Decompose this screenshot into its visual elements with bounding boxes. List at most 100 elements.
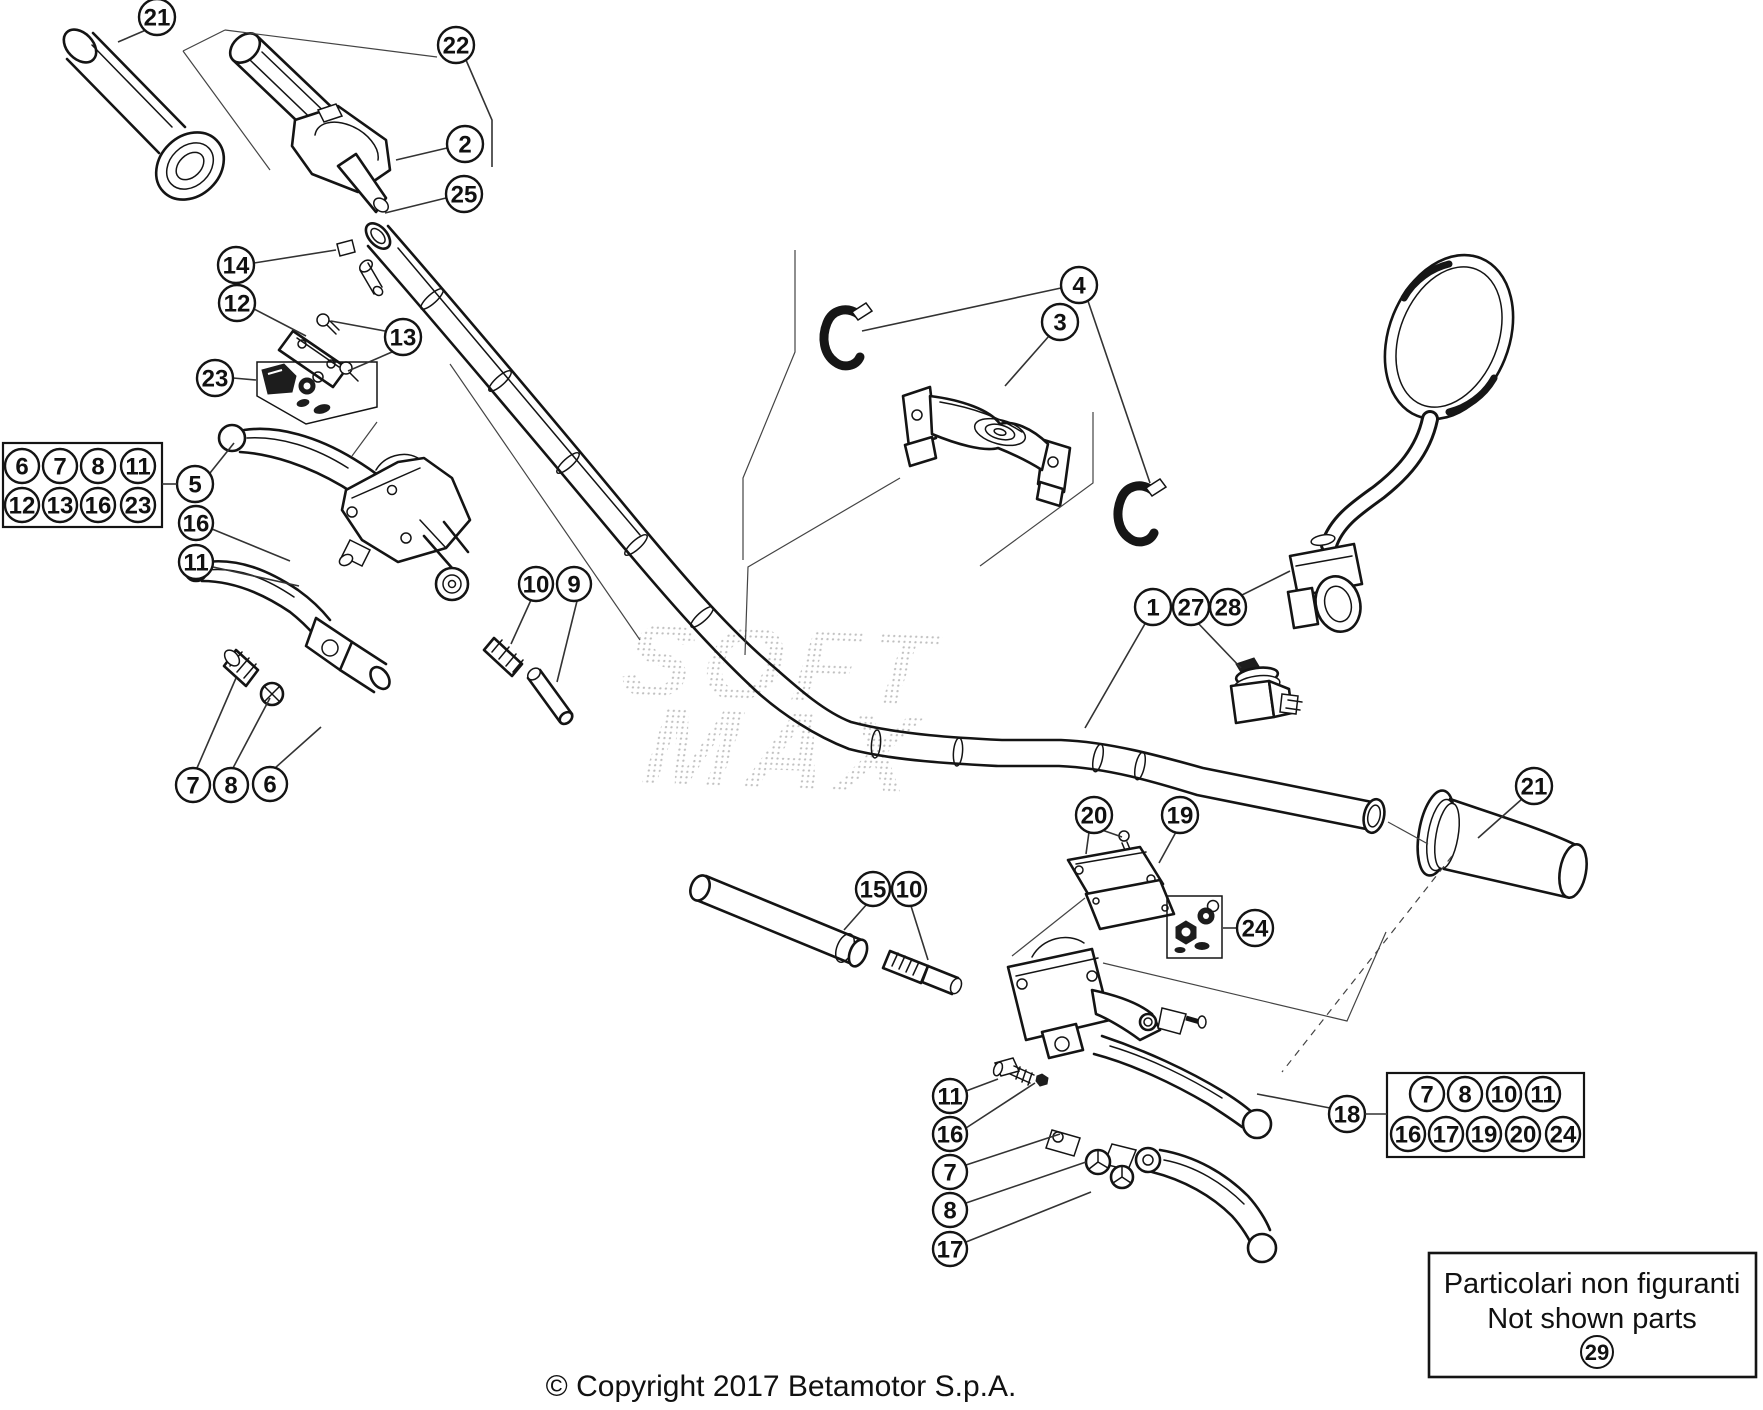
ref-circle-17 [1427,1115,1465,1153]
callout-6: 6 [251,765,289,803]
leader-line-11 [965,1078,999,1092]
handlebar [364,222,1386,835]
not-shown-parts-box: Particolari non figuranti Not shown part… [1427,1251,1758,1379]
callout-25: 25 [444,174,484,214]
svg-text:16: 16 [937,1122,964,1149]
clevis [1045,1129,1081,1157]
leader-line-19 [1158,831,1177,864]
svg-text:11: 11 [183,550,208,577]
ref-circle-7 [41,447,79,485]
svg-text:9: 9 [567,572,580,599]
leader-line-1 [1084,621,1147,729]
right-grip [1416,789,1588,899]
not-shown-text-english: Not shown parts [1487,1303,1697,1335]
svg-text:8: 8 [1458,1082,1471,1109]
leader-line-4 [861,287,1062,332]
throttle-housing [290,103,392,214]
handlebar-bands [420,287,1147,781]
zone-line [449,363,641,641]
svg-text:20: 20 [1081,803,1108,830]
svg-text:16: 16 [183,511,210,538]
leader-line-20 [1101,829,1123,838]
svg-text:8: 8 [943,1198,956,1225]
callout-21: 21 [1514,766,1554,806]
throttle-cone [336,152,388,214]
leader-line-20 [1085,831,1090,855]
svg-text:21: 21 [144,5,171,32]
svg-text:24: 24 [1550,1122,1577,1149]
ref-circle-8 [1446,1075,1484,1113]
svg-text:2: 2 [458,132,471,159]
svg-text:7: 7 [943,1160,956,1187]
svg-text:16: 16 [1395,1122,1422,1149]
zone-line [1387,821,1429,845]
watermark-line-1: SOFT [616,603,949,729]
leader-line-3 [1004,335,1050,387]
brake-lever-lower-pivot [1134,1146,1162,1174]
leader-line-10 [510,599,532,645]
ref-circle-8 [79,447,117,485]
leader-line-25 [384,197,447,214]
svg-text:8: 8 [91,454,104,481]
tube-and-adjuster [689,874,963,996]
svg-text:25: 25 [451,182,478,209]
screw-13a [316,313,330,327]
clutch-lever-assembly [217,423,472,602]
ref-circle-11 [119,447,157,485]
zone-line [351,421,378,457]
zone-line [1102,931,1387,1022]
zone-line [979,412,1094,567]
leader-line-5 [209,442,235,474]
leader-line-13 [347,351,393,372]
kill-switch [1229,657,1303,725]
ref-circle-23 [119,486,157,524]
svg-text:23: 23 [125,493,152,520]
callout-16: 16 [177,504,215,542]
leader-line-28 [1237,570,1291,598]
svg-text:10: 10 [1491,1082,1518,1109]
svg-text:8: 8 [224,773,237,800]
not-shown-part-number: 29 [1585,1340,1609,1365]
svg-text:14: 14 [223,253,250,280]
svg-text:17: 17 [1433,1122,1460,1149]
leader-line-7 [965,1133,1061,1166]
svg-text:22: 22 [443,33,470,60]
bar-clamp [901,385,1072,508]
zone-line [1281,855,1453,1073]
svg-text:13: 13 [47,493,74,520]
ref-circle-10 [1485,1075,1523,1113]
svg-text:21: 21 [1521,774,1548,801]
nut-16 [1035,1073,1049,1087]
leader-line-12 [253,308,307,337]
svg-text:7: 7 [186,773,199,800]
callout-13: 13 [383,317,423,357]
leader-line-10 [910,905,929,961]
leader-line-8 [965,1161,1087,1204]
svg-text:7: 7 [53,454,66,481]
svg-text:16: 16 [85,493,112,520]
copyright-text: © Copyright 2017 Betamotor S.p.A. [546,1370,1017,1403]
leader-line-9 [556,600,578,683]
svg-text:6: 6 [263,772,276,799]
ref-circle-11 [1524,1075,1562,1113]
leader-line-27 [1196,621,1242,669]
callout-8: 8 [931,1191,969,1229]
callout-21: 21 [137,0,177,37]
callout-10: 10 [890,870,928,908]
svg-text:27: 27 [1178,595,1205,622]
reservoir-covers [1066,830,1176,931]
svg-text:3: 3 [1053,310,1066,337]
leader-line-16 [965,1082,1036,1129]
callout-14: 14 [216,245,256,285]
svg-text:10: 10 [896,877,923,904]
zone-lines [182,29,1453,1073]
leader-line-7 [196,677,237,769]
ref-circle-7 [1408,1075,1446,1113]
throttle-pin [336,239,384,297]
ref-circle-20 [1504,1115,1542,1153]
svg-text:19: 19 [1167,803,1194,830]
svg-text:5: 5 [188,472,201,499]
leader-line-2 [395,147,448,161]
svg-text:10: 10 [523,572,550,599]
